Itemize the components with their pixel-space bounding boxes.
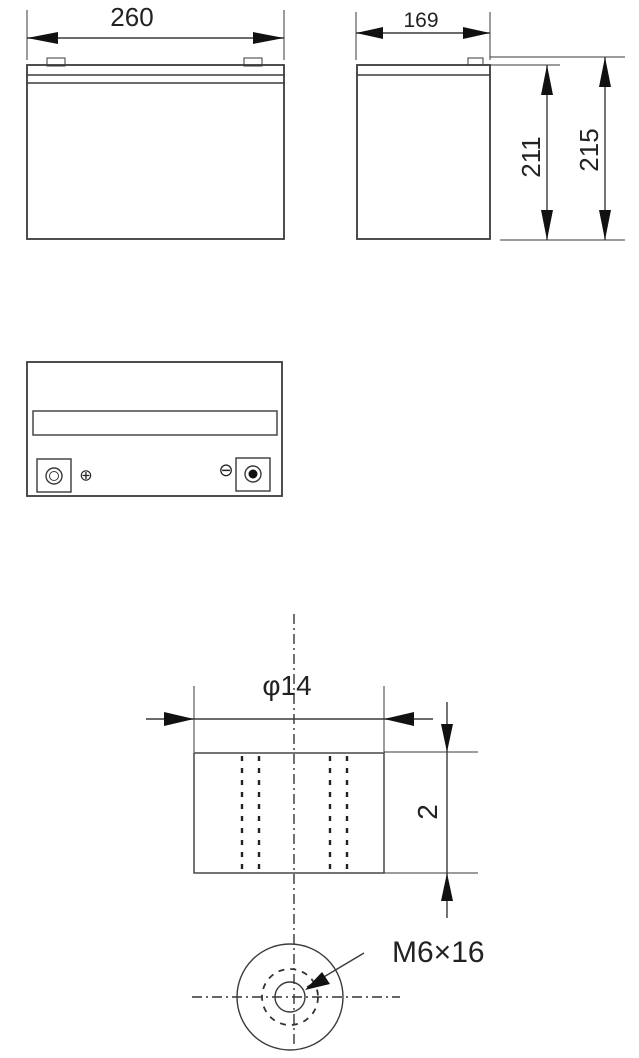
width-dimension-label: 260: [110, 2, 153, 32]
bolt-spec-label: M6×16: [392, 936, 485, 969]
depth-dimension-label: 169: [403, 9, 438, 32]
side-view: 169 211 215: [355, 9, 625, 241]
negative-symbol: ⊖: [218, 460, 233, 480]
case-height-dimension-label: 211: [516, 136, 546, 177]
terminal-detail: φ14 2 M6×16: [146, 614, 485, 1051]
top-view: ⊕ ⊖: [26, 361, 283, 497]
height-dimension-label: 2: [412, 804, 443, 820]
positive-symbol: ⊕: [79, 468, 92, 485]
positive-terminal: [36, 458, 72, 493]
front-view: 260: [26, 2, 285, 240]
negative-terminal: [235, 457, 271, 492]
total-height-dimension-label: 215: [574, 128, 604, 171]
diameter-dimension-label: φ14: [262, 670, 311, 701]
